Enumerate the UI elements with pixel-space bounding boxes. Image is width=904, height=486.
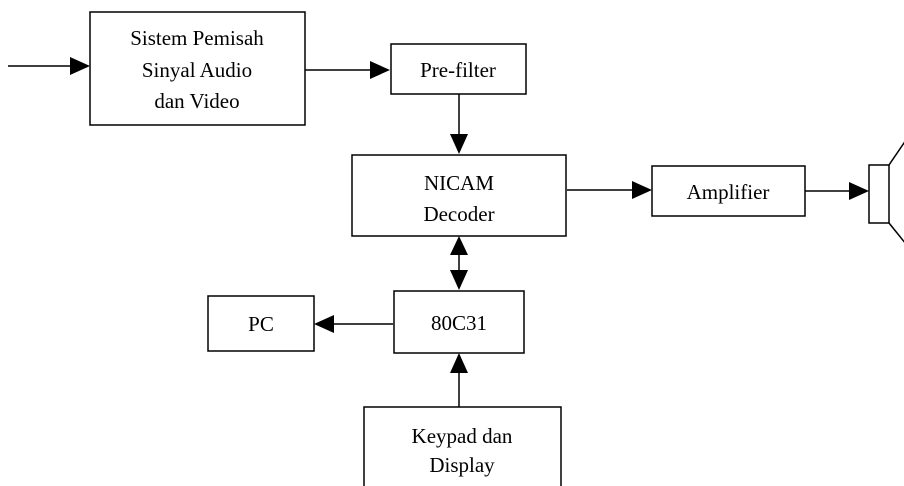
block-nicam-line-1: NICAM — [424, 171, 494, 195]
block-separator-line-1: Sistem Pemisah — [130, 26, 264, 50]
block-keypad-line-1: Keypad dan — [412, 424, 513, 448]
connection-nicam-mcu-bidirectional — [450, 236, 468, 290]
connection-prefilter-to-nicam — [450, 94, 468, 154]
block-separator-line-2: Sinyal Audio — [142, 58, 252, 82]
block-pc-label: PC — [248, 312, 274, 336]
block-keypad-display: Keypad dan Display — [363, 406, 562, 486]
connection-input-to-separator — [8, 57, 90, 75]
connection-mcu-to-pc — [314, 315, 393, 333]
block-80c31: 80C31 — [393, 290, 525, 354]
block-nicam-decoder: NICAM Decoder — [351, 154, 567, 237]
block-pc: PC — [207, 295, 315, 352]
connection-amplifier-to-speaker — [805, 182, 869, 200]
block-separator-line-3: dan Video — [154, 89, 239, 113]
block-nicam-line-2: Decoder — [423, 202, 494, 226]
block-prefilter: Pre-filter — [390, 43, 527, 95]
connection-separator-to-prefilter — [305, 61, 390, 79]
block-80c31-label: 80C31 — [431, 311, 487, 335]
block-amplifier: Amplifier — [651, 165, 806, 217]
block-amplifier-label: Amplifier — [687, 180, 770, 204]
connection-keypad-to-mcu — [450, 353, 468, 407]
block-separator: Sistem Pemisah Sinyal Audio dan Video — [89, 11, 306, 126]
block-keypad-line-2: Display — [429, 453, 495, 477]
connection-nicam-to-amplifier — [567, 181, 652, 199]
block-prefilter-label: Pre-filter — [420, 58, 496, 82]
speaker-icon — [868, 141, 904, 243]
